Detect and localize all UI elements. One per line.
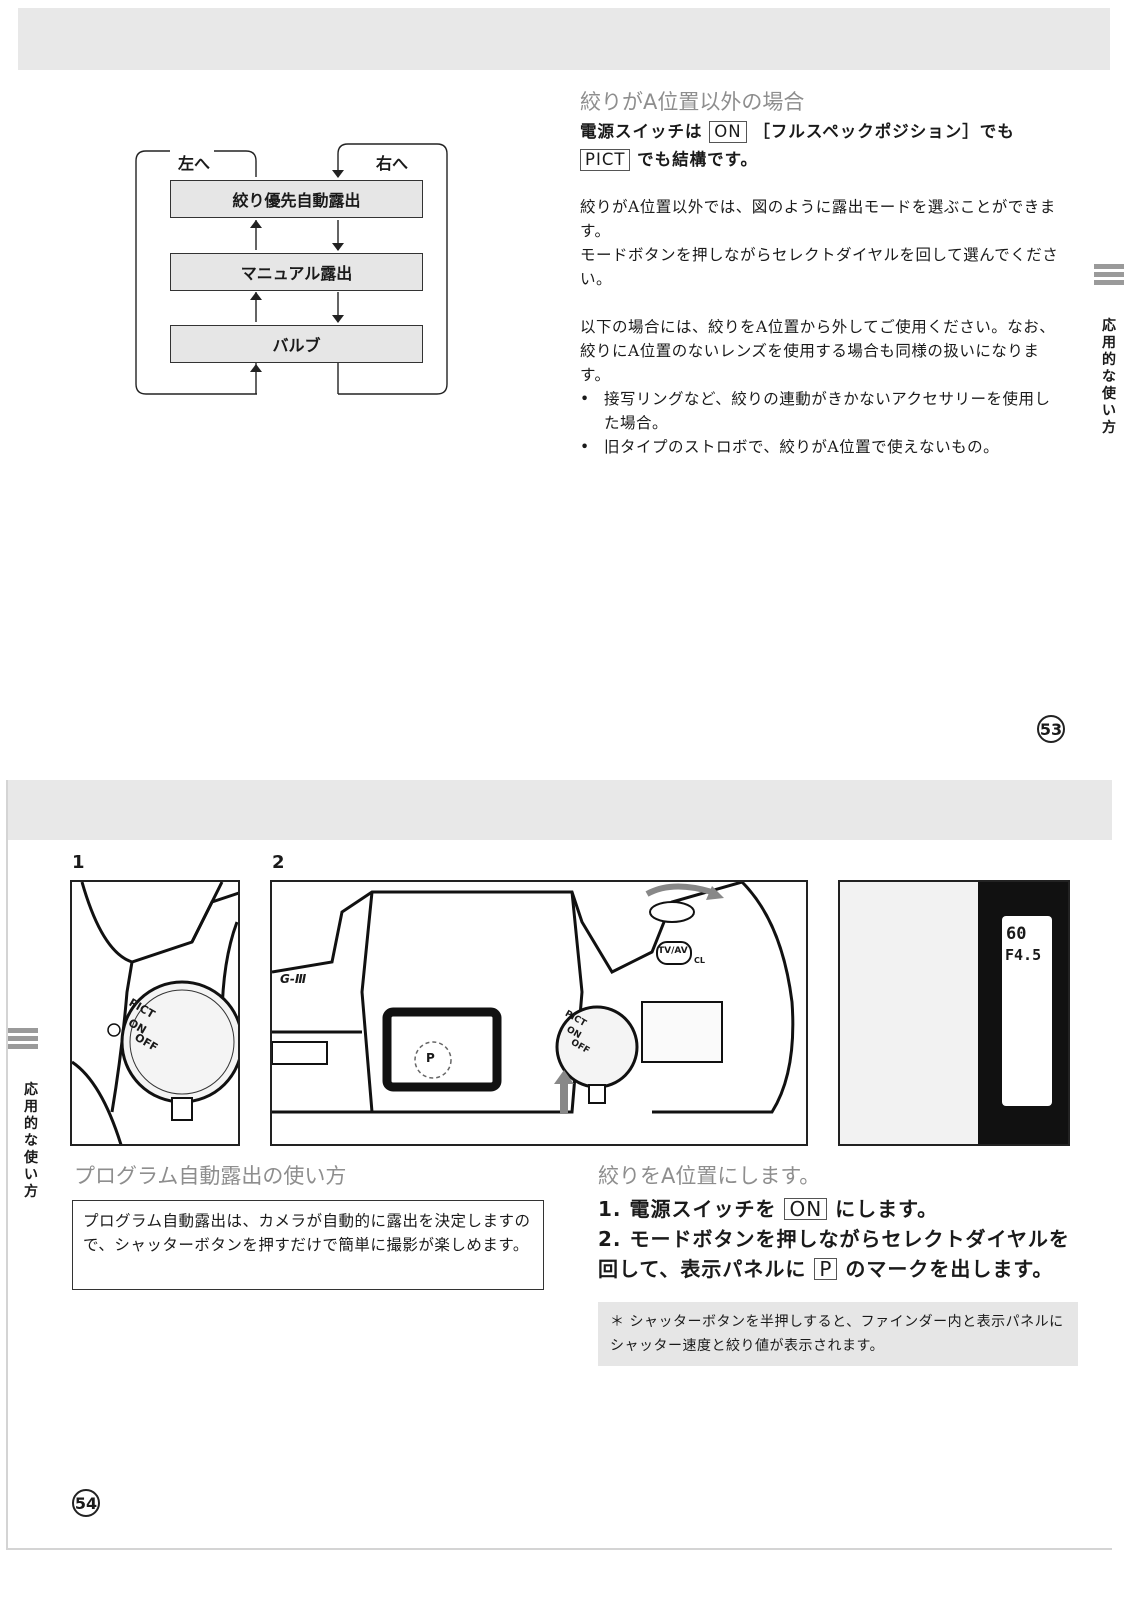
lcd-aperture: F4.5	[1005, 946, 1042, 964]
exposure-mode-flow-diagram: 左へ 右へ 絞り優先自動露出 マニュアル露出 バルブ	[0, 0, 560, 420]
camera-top-drawing	[272, 882, 795, 1114]
pict-line: PICT でも結構です。	[580, 146, 1065, 171]
paragraph-mode-button: モードボタンを押しながらセレクトダイヤルを回して選んでください。	[580, 246, 1059, 288]
page53-text-column: 絞りがA位置以外の場合 電源スイッチは ON ［フルスペックポジション］でも P…	[580, 86, 1065, 459]
aperture-a-heading: 絞りをA位置にします。	[598, 1164, 821, 1188]
step-1-text: 1. 電源スイッチを	[598, 1197, 777, 1221]
bullet-item: • 接写リングなど、絞りの連動がきかないアクセサリーを使用した場合。	[580, 387, 1065, 435]
mode-button-label: TV/AV	[658, 946, 688, 956]
page-left-edge	[6, 780, 8, 1550]
page-number: 53	[1037, 715, 1065, 743]
lcd-screen	[1002, 916, 1052, 1106]
section-tab-bars-icon	[8, 1028, 38, 1052]
program-ae-description-box: プログラム自動露出は、カメラが自動的に露出を決定しますので、シャッターボタンを押…	[72, 1200, 544, 1290]
flow-box-manual: マニュアル露出	[170, 253, 423, 291]
power-switch-line: 電源スイッチは ON ［フルスペックポジション］でも	[580, 118, 1065, 143]
figure-1-label: 1	[72, 852, 85, 873]
section-side-tab: 応用的な使い方	[1102, 318, 1116, 436]
page53-heading: 絞りがA位置以外の場合	[580, 90, 805, 114]
page-bottom-edge	[6, 1548, 1112, 1550]
program-ae-heading: プログラム自動露出の使い方	[74, 1164, 347, 1188]
flow-box-aperture-priority: 絞り優先自動露出	[170, 180, 423, 218]
half-press-note: ＊ シャッターボタンを半押しすると、ファインダー内と表示パネルにシャッター速度と…	[598, 1302, 1078, 1366]
bullet-item: • 旧タイプのストロボで、絞りがA位置で使えないもの。	[580, 435, 1065, 459]
pict-key-label: PICT	[580, 149, 631, 171]
figure-2-label: 2	[272, 852, 285, 873]
step-2-end: のマークを出します。	[845, 1257, 1054, 1281]
p-mark-label: P	[814, 1258, 838, 1280]
mode-button-sub-label: CL	[694, 956, 705, 965]
section-side-tab: 応用的な使い方	[24, 1082, 38, 1200]
steps-list: 1. 電源スイッチを ON にします。 2. モードボタンを押しながらセレクトダ…	[598, 1194, 1078, 1284]
bullet-icon: •	[580, 390, 590, 408]
figure-1-power-dial-illustration: PICT ON OFF	[70, 880, 240, 1146]
lcd-shutter-speed: 60	[1006, 924, 1027, 944]
step-1: 1. 電源スイッチを ON にします。	[598, 1194, 1078, 1224]
bullet-text: 旧タイプのストロボで、絞りがA位置で使えないもの。	[604, 438, 1000, 456]
bullet-icon: •	[580, 438, 590, 456]
power-switch-text: 電源スイッチは	[580, 122, 703, 141]
body-model-mark: G-Ⅲ	[280, 972, 307, 986]
paragraph-cases: 以下の場合には、絞りをA位置から外してご使用ください。なお、絞りにA位置のないレ…	[580, 318, 1056, 384]
step-2-text: 2. モードボタンを押しながらセレクトダイヤルを回して、表示パネルに	[598, 1227, 1070, 1281]
page-number: 54	[72, 1489, 100, 1517]
page54-header-band	[6, 780, 1112, 840]
flow-box-bulb: バルブ	[170, 325, 423, 363]
flow-left-label: 左へ	[178, 154, 211, 173]
section-tab-bars-icon	[1094, 264, 1124, 288]
figure-2-camera-top-illustration: G-Ⅲ TV/AV CL P PICT ON OFF	[270, 880, 808, 1146]
viewfinder-p-mark: P	[426, 1051, 435, 1065]
bullet-text: 接写リングなど、絞りの連動がきかないアクセサリーを使用した場合。	[604, 390, 1051, 432]
step-1-end: にします。	[835, 1197, 939, 1221]
pict-ok-text: でも結構です。	[637, 150, 759, 169]
on-key-label: ON	[784, 1198, 828, 1220]
on-key-label: ON	[709, 121, 747, 143]
flow-diagram-lines	[135, 143, 448, 395]
power-dial-drawing	[72, 882, 238, 1144]
full-spec-text: ［フルスペックポジション］でも	[753, 122, 1015, 141]
figure-3-lcd-panel-illustration: 60 F4.5	[838, 880, 1070, 1146]
flow-right-label: 右へ	[376, 154, 409, 173]
aperture-a-instructions: 絞りをA位置にします。 1. 電源スイッチを ON にします。 2. モードボタ…	[598, 1160, 1078, 1366]
paragraph-mode-select: 絞りがA位置以外では、図のように露出モードを選ぶことができます。	[580, 198, 1056, 240]
step-2: 2. モードボタンを押しながらセレクトダイヤルを回して、表示パネルに P のマー…	[598, 1224, 1078, 1284]
page53-header-band	[18, 8, 1110, 70]
